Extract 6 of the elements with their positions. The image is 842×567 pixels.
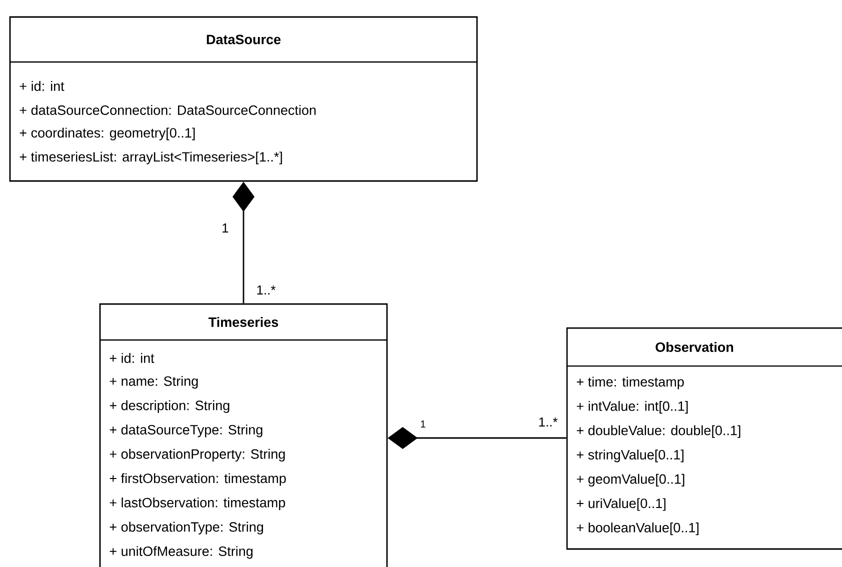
multiplicity-label: 1: [421, 420, 426, 428]
class-box: DataSource + id: int + dataSourceConnection: DataSourceConnection + coordinates: geometry[0..1] + timeseriesList: arrayList<Timeseries>[1..*]: [9, 16, 478, 182]
multiplicity-label: 1..*: [539, 418, 558, 426]
multiplicity-label: 1: [222, 224, 228, 232]
class-box: Observation + time: timestamp + intValue: int[0..1] + doubleValue: double[0..1] + stringValue[0..1] + geomValue[0..1] + uriValue[0..1] + booleanValue[0..1]: [566, 327, 842, 550]
class-box: Timeseries + id: int + name: String + description: String + dataSourceType: String + observationProperty: String + firstObservation: timestamp + lastObservation: timestamp + observationType: String + unitOfMeasure: String: [99, 303, 388, 567]
